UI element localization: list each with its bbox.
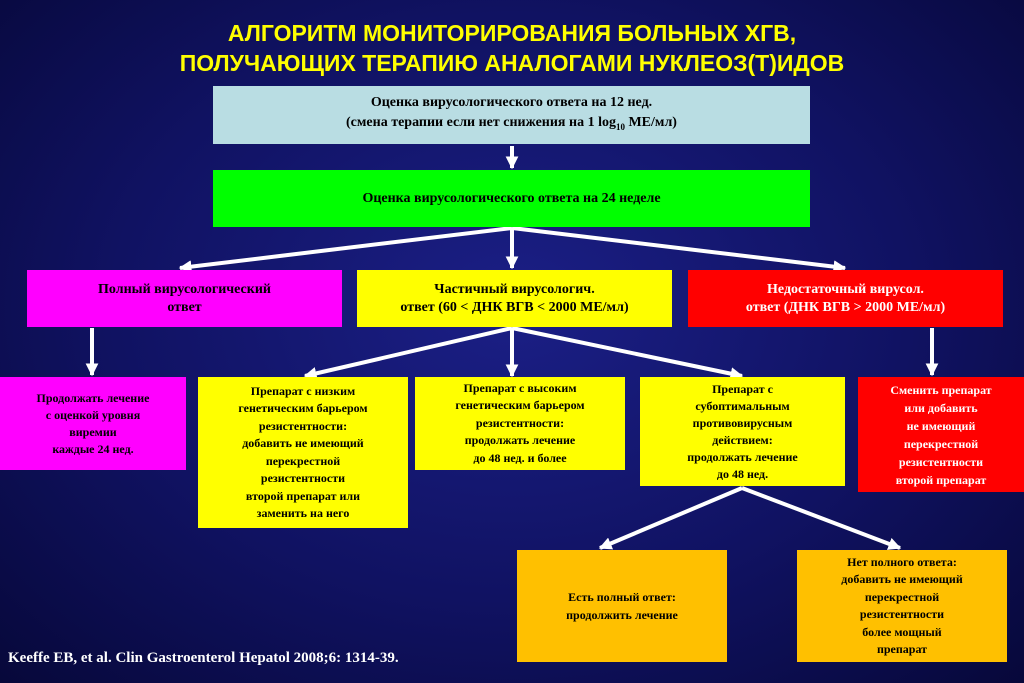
continue-monitoring-box: Продолжать лечение с оценкой уровня вире… xyxy=(0,377,186,470)
week12-line1: Оценка вирусологического ответа на 12 не… xyxy=(370,95,653,111)
no-complete-label: Нет полного ответа: добавить не имеющий … xyxy=(841,554,963,657)
suboptimal-box: Препарат с субоптимальным противовирусны… xyxy=(640,377,845,486)
arrow-24-to-complete xyxy=(178,226,513,273)
arrow-suboptimal-to-no xyxy=(741,486,902,550)
complete-yes-label: Есть полный ответ: продолжить лечение xyxy=(566,590,678,622)
week24-box: Оценка вирусологического ответа на 24 не… xyxy=(213,170,810,227)
high-barrier-box: Препарат с высоким генетическим барьером… xyxy=(415,377,625,470)
switch-or-add-box: Сменить препарат или добавить не имеющий… xyxy=(858,377,1024,492)
switch-or-add-label: Сменить препарат или добавить не имеющий… xyxy=(890,382,992,487)
arrow-partial-to-low xyxy=(303,326,513,380)
high-barrier-label: Препарат с высоким генетическим барьером… xyxy=(455,380,585,465)
insufficient-response-label: Недостаточный вирусол. ответ (ДНК ВГВ > … xyxy=(745,281,946,315)
insufficient-response-box: Недостаточный вирусол. ответ (ДНК ВГВ > … xyxy=(688,270,1003,327)
complete-yes-box: Есть полный ответ: продолжить лечение xyxy=(517,550,727,662)
week12-line2: (смена терапии если нет снижения на 1 lo… xyxy=(346,115,677,132)
week12-box: Оценка вирусологического ответа на 12 не… xyxy=(213,86,810,144)
partial-response-box: Частичный вирусологич. ответ (60 < ДНК В… xyxy=(357,270,672,327)
page-title-line1: АЛГОРИТМ МОНИТОРИРОВАНИЯ БОЛЬНЫХ ХГВ, xyxy=(227,20,797,46)
arrow-partial-to-suboptimal xyxy=(511,326,744,380)
low-barrier-label: Препарат с низким генетическим барьером … xyxy=(238,383,368,521)
no-complete-box: Нет полного ответа: добавить не имеющий … xyxy=(797,550,1007,662)
complete-response-box: Полный вирусологический ответ xyxy=(27,270,342,327)
week24-label: Оценка вирусологического ответа на 24 не… xyxy=(362,190,661,206)
arrow-24-to-insufficient xyxy=(511,226,847,273)
suboptimal-label: Препарат с субоптимальным противовирусны… xyxy=(687,381,798,481)
citation: Keeffe EB, et al. Clin Gastroenterol Hep… xyxy=(8,650,399,666)
arrow-suboptimal-to-yes xyxy=(598,486,743,550)
page-title-line2: ПОЛУЧАЮЩИХ ТЕРАПИЮ АНАЛОГАМИ НУКЛЕОЗ(Т)И… xyxy=(179,50,845,76)
partial-response-label: Частичный вирусологич. ответ (60 < ДНК В… xyxy=(400,281,629,315)
complete-response-label: Полный вирусологический ответ xyxy=(98,281,271,315)
low-barrier-box: Препарат с низким генетическим барьером … xyxy=(198,377,408,528)
continue-monitoring-label: Продолжать лечение с оценкой уровня вире… xyxy=(36,390,150,456)
